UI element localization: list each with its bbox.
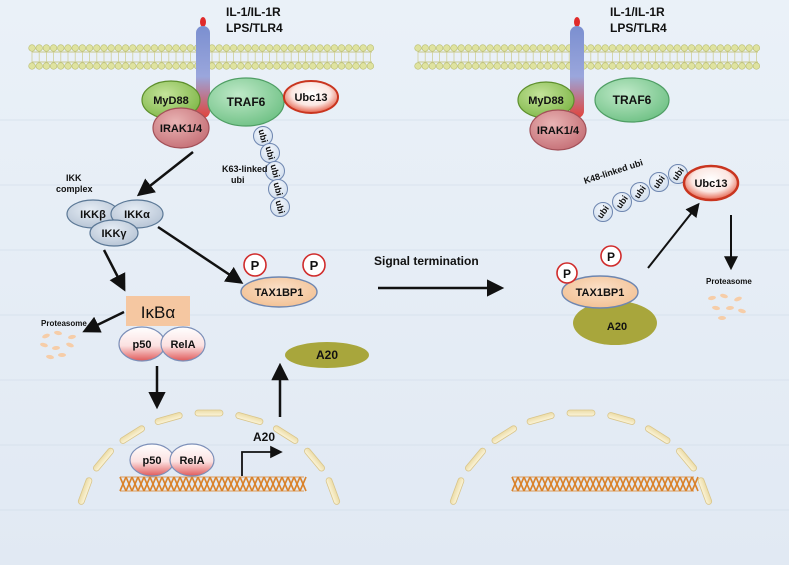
phospho-right-1 bbox=[556, 262, 578, 284]
dna-right bbox=[511, 476, 699, 492]
ikkg-label: IKKγ bbox=[101, 228, 127, 240]
phospho-left-2 bbox=[302, 253, 326, 277]
p50-nuc-label: p50 bbox=[143, 455, 162, 467]
arrow-tax1bp1-to-ubc13 bbox=[647, 202, 700, 269]
myd88-right-label: MyD88 bbox=[528, 95, 563, 107]
nuclear-envelope-left bbox=[77, 409, 341, 505]
ubi-bead-label: ubi bbox=[263, 145, 276, 161]
rela-cyto bbox=[160, 326, 206, 362]
phospho-right-2-label: P bbox=[607, 250, 615, 264]
ikk-complex-label-2: complex bbox=[56, 184, 93, 194]
a20-right-label: A20 bbox=[607, 321, 627, 333]
ubi-bead bbox=[630, 182, 650, 202]
receptor-label-right-1: IL-1/IL-1R bbox=[610, 5, 665, 19]
ubc13-right bbox=[682, 164, 740, 202]
traf6-left-label: TRAF6 bbox=[227, 95, 266, 109]
ubi-bead-label: ubi bbox=[256, 128, 269, 144]
phospho-left-1 bbox=[243, 253, 267, 277]
myd88-left-label: MyD88 bbox=[153, 95, 188, 107]
receptor-label-left-1: IL-1/IL-1R bbox=[226, 5, 281, 19]
phospho-left-1-label: P bbox=[251, 258, 260, 273]
rela-nuc bbox=[169, 443, 215, 477]
ubi-bead bbox=[253, 126, 273, 146]
dna-left bbox=[119, 476, 307, 492]
nuclear-envelope-right bbox=[449, 409, 713, 505]
irak-left-label: IRAK1/4 bbox=[160, 123, 203, 135]
a20-promoter-arrow bbox=[241, 445, 283, 476]
ubi-bead bbox=[593, 202, 613, 222]
ikba-box bbox=[126, 296, 190, 326]
k63-label-2: ubi bbox=[231, 175, 245, 185]
irak-right-label: IRAK1/4 bbox=[537, 125, 580, 137]
ikba-label: IκBα bbox=[141, 303, 176, 322]
ubc13-left bbox=[283, 80, 339, 114]
arrow-irak-to-ikk bbox=[136, 151, 194, 197]
ubc13-right-label: Ubc13 bbox=[694, 178, 727, 190]
ikk-complex-label-1: IKK bbox=[66, 173, 82, 183]
ubi-bead bbox=[270, 197, 290, 217]
ubi-bead-label: ubi bbox=[271, 181, 284, 197]
ubi-bead-label: ubi bbox=[268, 163, 281, 179]
p50-cyto-label: p50 bbox=[133, 339, 152, 351]
traf6-left bbox=[207, 77, 285, 127]
ubc13-left-label: Ubc13 bbox=[294, 92, 327, 104]
arrow-ikk-to-ikba bbox=[102, 249, 126, 292]
tax1bp1-right-label: TAX1BP1 bbox=[576, 287, 625, 299]
proteasome-left-label: Proteasome bbox=[41, 319, 87, 328]
traf6-right-label: TRAF6 bbox=[613, 93, 652, 107]
cell-membrane-right bbox=[414, 44, 761, 70]
tax1bp1-left bbox=[240, 276, 318, 308]
ikka-label: IKKα bbox=[124, 209, 150, 221]
rela-nuc-label: RelA bbox=[179, 455, 204, 467]
phospho-right-1-label: P bbox=[563, 267, 571, 281]
a20-protein-left-label: A20 bbox=[316, 348, 338, 362]
receptor-label-left-2: LPS/TLR4 bbox=[226, 21, 283, 35]
ubi-bead bbox=[612, 192, 632, 212]
signal-termination-label: Signal termination bbox=[374, 254, 479, 268]
ikkb-label: IKKβ bbox=[80, 209, 106, 221]
a20-gene-label: A20 bbox=[253, 430, 275, 444]
irak-right bbox=[529, 109, 587, 151]
proteasome-fragments-right bbox=[708, 293, 746, 320]
k63-label-1: K63-linked bbox=[222, 164, 268, 174]
ubi-bead-label: ubi bbox=[273, 199, 286, 215]
phospho-left-2-label: P bbox=[310, 258, 319, 273]
receptor-label-right-2: LPS/TLR4 bbox=[610, 21, 667, 35]
traf6-right bbox=[594, 77, 670, 123]
arrow-ikk-to-tax1bp1 bbox=[157, 225, 244, 284]
tax1bp1-right bbox=[561, 275, 639, 309]
ikkg bbox=[89, 219, 139, 247]
proteasome-right-label: Proteasome bbox=[706, 277, 752, 286]
tax1bp1-left-label: TAX1BP1 bbox=[255, 287, 304, 299]
phospho-right-2 bbox=[600, 245, 622, 267]
arrow-ikba-to-proteasome bbox=[82, 310, 125, 333]
proteasome-fragments-left bbox=[40, 330, 76, 360]
rela-cyto-label: RelA bbox=[170, 339, 195, 351]
irak-left bbox=[152, 107, 210, 149]
ubi-bead bbox=[649, 172, 669, 192]
a20-protein-left bbox=[285, 342, 369, 368]
a20-right bbox=[573, 301, 657, 345]
